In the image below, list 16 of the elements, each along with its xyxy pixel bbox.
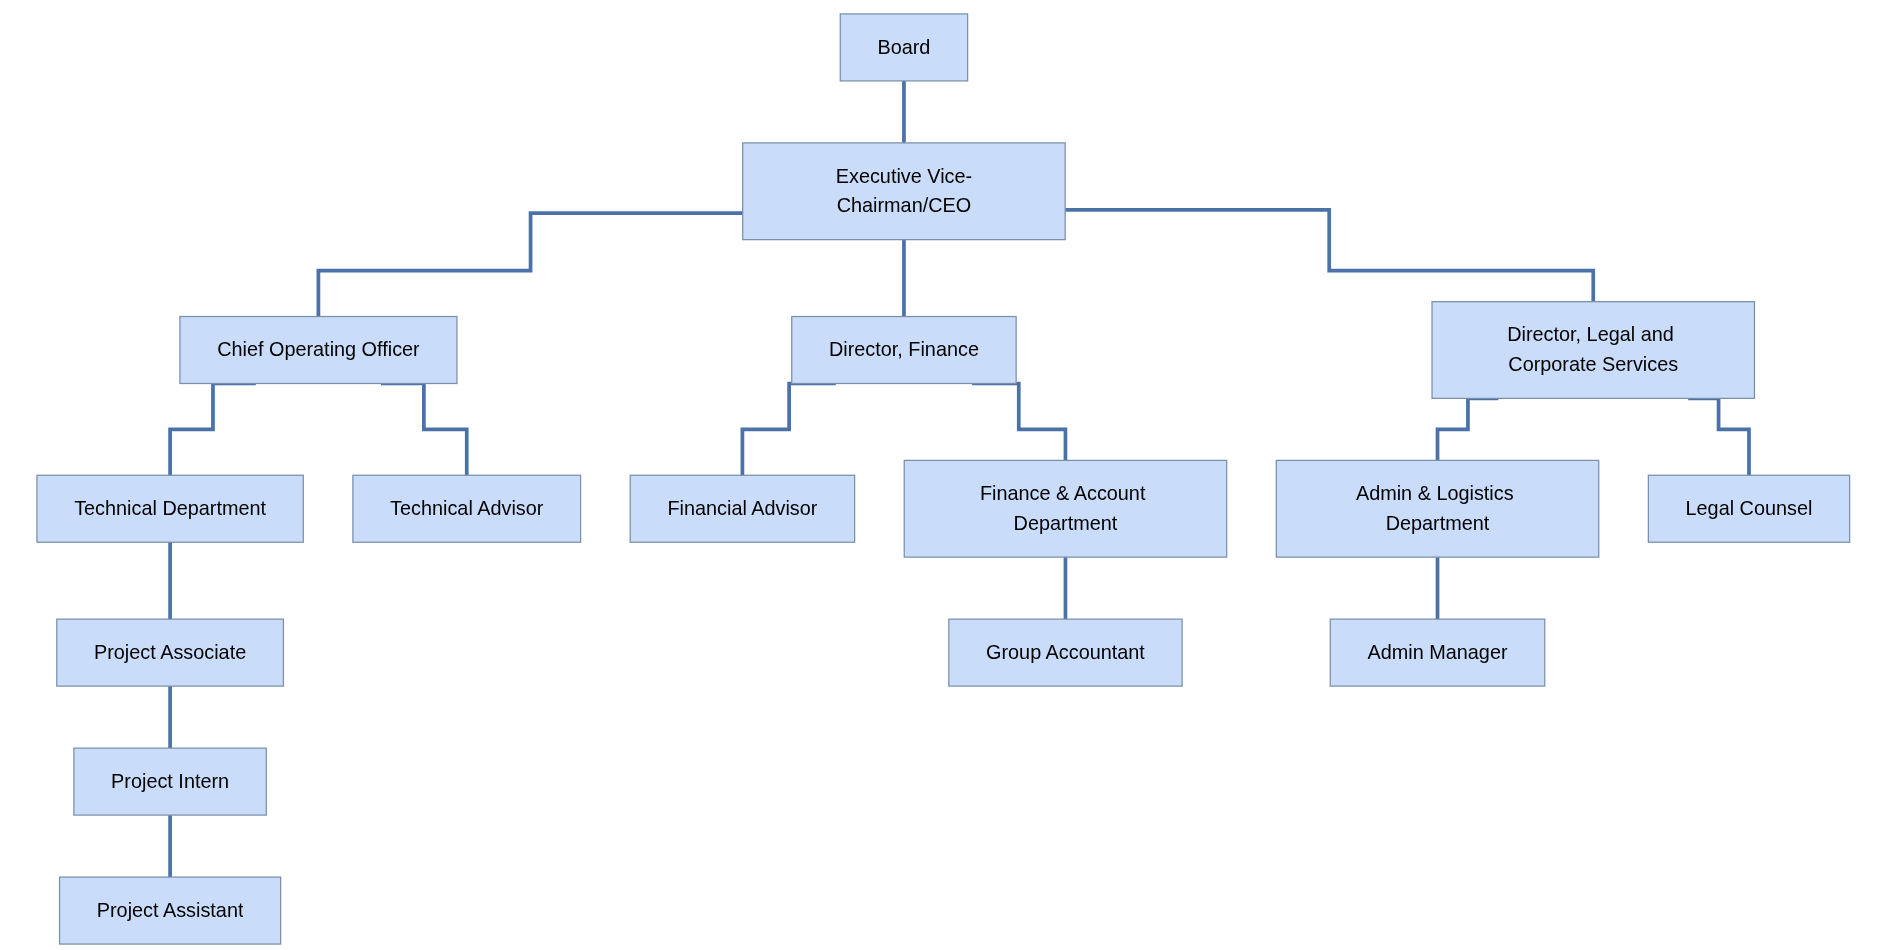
node-box: Admin Manager [1329,618,1546,687]
node-box: Admin & Logistics Department [1275,459,1600,558]
node-box: Technical Department [36,474,305,543]
node-box: Legal Counsel [1647,474,1851,543]
node-box: Finance & Account Department [903,459,1228,558]
node-box: Technical Advisor [352,474,582,543]
node-box: Executive Vice-Chairman/CEO [742,142,1066,241]
node-box: Board [839,13,969,82]
node-box: Director, Finance [791,315,1017,385]
node-box: Financial Advisor [629,474,856,543]
node-box: Project Associate [56,618,285,687]
node-box: Director, Legal and Corporate Services [1431,301,1756,399]
node-box: Chief Operating Officer [179,315,458,385]
node-box: Project Intern [73,747,268,816]
node-box: Project Assistant [59,876,282,945]
node-box: Group Accountant [948,618,1183,687]
